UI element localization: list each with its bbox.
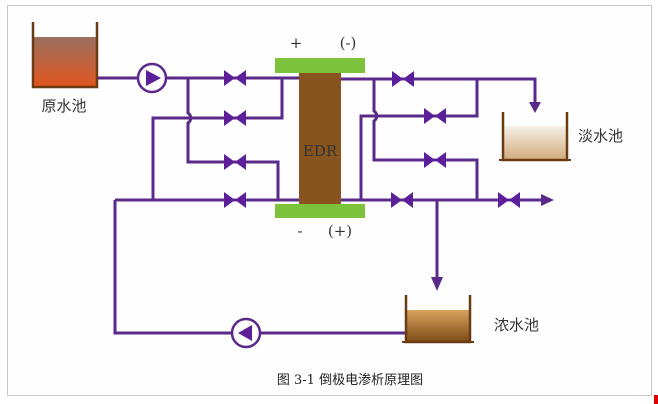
figure-caption: 图 3-1 倒极电渗析原理图 xyxy=(277,373,423,388)
valve-icon[interactable] xyxy=(224,110,246,126)
concentrate-tank xyxy=(402,295,474,344)
valves xyxy=(224,70,520,208)
raw-water-tank xyxy=(31,22,99,89)
right-manifold-pipe xyxy=(372,79,479,200)
right-cross-pipe xyxy=(359,79,479,200)
top-electrode xyxy=(275,58,365,73)
concentrate-tank-label: 浓水池 xyxy=(494,316,539,334)
valve-icon[interactable] xyxy=(391,192,413,208)
valve-icon[interactable] xyxy=(392,71,414,87)
top-left-polarity: + xyxy=(290,34,303,52)
bottom-left-polarity: - xyxy=(297,222,302,240)
valve-icon[interactable] xyxy=(424,108,446,124)
bottom-right-polarity: (+) xyxy=(328,222,352,240)
stack-label: EDR xyxy=(303,142,338,160)
valve-icon[interactable] xyxy=(224,154,246,170)
fresh-water-tank-label: 淡水池 xyxy=(578,127,623,145)
pipe-network xyxy=(98,76,543,335)
bottom-electrode xyxy=(275,204,365,218)
valve-icon[interactable] xyxy=(424,152,446,168)
valve-icon[interactable] xyxy=(498,192,520,208)
fresh-water-tank xyxy=(499,112,571,162)
arrow-right-icon xyxy=(541,194,554,206)
arrow-down-icon xyxy=(431,277,443,291)
recirculation-loop-pipe xyxy=(113,200,405,335)
raw-water-tank-label: 原水池 xyxy=(41,97,86,115)
feed-pump-icon[interactable] xyxy=(136,62,168,94)
arrow-down-icon xyxy=(529,102,541,113)
recirculation-pump-icon[interactable] xyxy=(230,317,262,349)
left-return-pipe xyxy=(151,78,284,200)
valve-icon[interactable] xyxy=(224,192,246,208)
left-manifold-pipe xyxy=(186,78,280,200)
fresh-outlet-pipe xyxy=(340,77,537,104)
flow-arrows xyxy=(431,102,554,291)
valve-icon[interactable] xyxy=(224,70,246,86)
top-right-polarity: (-) xyxy=(340,34,357,52)
corner-mark xyxy=(654,395,658,404)
edr-stack xyxy=(299,72,341,205)
